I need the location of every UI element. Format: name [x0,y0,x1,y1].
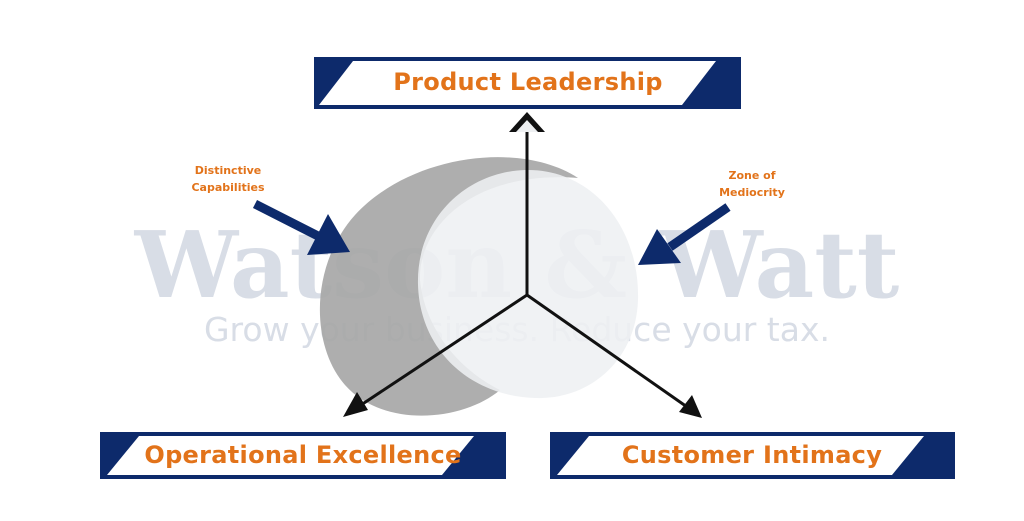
mediocrity-line2: Mediocrity [719,186,785,199]
operational-excellence-box: Operational Excellence [100,432,506,479]
arrow-to-customer-intimacy-shaft [526,293,691,411]
distinctive-capabilities-shape [319,157,578,416]
distinctive-arrow-shaft [252,199,321,241]
box-inner-top [319,61,716,105]
box-inner-right [557,436,924,475]
axis-arrows [343,112,702,418]
zone-shapes [319,157,639,416]
distinctive-arrow-head [307,214,350,255]
distinctive-capabilities-line2: Capabilities [191,181,264,194]
product-leadership-box: Product Leadership [314,57,741,109]
mediocrity-arrow-head [638,229,681,265]
callout-labels: Distinctive Capabilities Zone of Mediocr… [191,164,784,199]
operational-excellence-label: Operational Excellence [144,441,461,469]
customer-intimacy-label: Customer Intimacy [622,441,882,469]
box-inner-left [107,436,474,475]
customer-intimacy-box: Customer Intimacy [550,432,955,479]
arrow-to-operational-excellence-shaft [357,293,528,409]
arrow-to-operational-excellence-head [343,392,368,417]
arrow-to-customer-intimacy-head [679,395,702,418]
mediocrity-line1: Zone of [729,169,776,182]
arrow-head-inner-top [516,120,538,132]
callout-arrows [252,199,731,265]
product-leadership-label: Product Leadership [393,68,662,96]
distinctive-capabilities-line1: Distinctive [195,164,262,177]
mediocrity-arrow-shaft [667,203,731,251]
